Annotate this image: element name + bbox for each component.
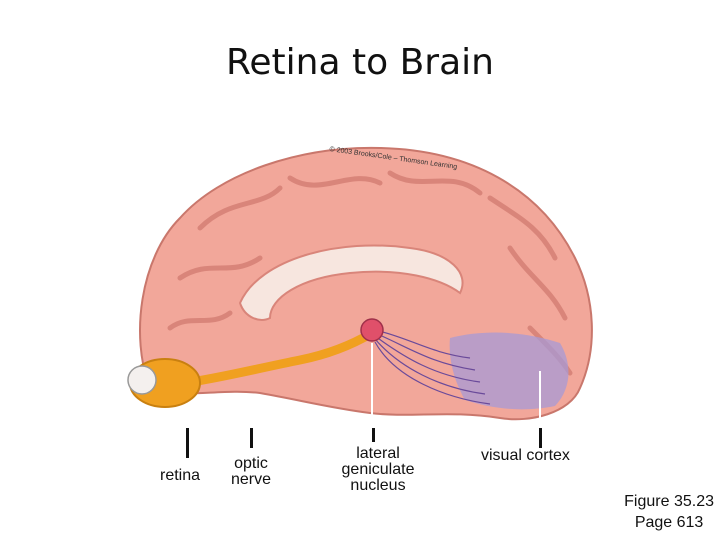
brain-illustration [127, 146, 593, 436]
eyeball [127, 358, 201, 408]
slide-title: Retina to Brain [226, 42, 494, 83]
caption-figure-number: Figure 35.23 [624, 493, 714, 510]
figure-caption: Figure 35.23 Page 613 [624, 491, 714, 533]
caption-page-number: Page 613 [634, 514, 704, 531]
label-optic: optic [234, 455, 268, 472]
retina-leader-line [186, 428, 189, 458]
label-lateral-geniculate-nucleus: lateral geniculate nucleus [324, 446, 432, 494]
label-retina: retina [160, 467, 201, 484]
label-nucleus: nucleus [350, 477, 406, 494]
label-lateral: lateral [356, 445, 400, 462]
visual-cortex-region [449, 332, 569, 410]
figure-leader-lines [244, 343, 541, 436]
visual-cortex-leader-line [539, 428, 542, 448]
label-geniculate: geniculate [341, 461, 415, 478]
lgn-leader-line [372, 428, 375, 442]
optic-radiation [374, 329, 491, 405]
optic-nerve [180, 328, 377, 388]
label-visual-cortex: visual cortex [481, 447, 570, 464]
label-optic-nerve: optic nerve [224, 456, 278, 488]
lateral-geniculate-nucleus [360, 318, 384, 342]
corpus-callosum [238, 244, 464, 321]
optic-nerve-leader-line [250, 428, 253, 448]
label-nerve: nerve [230, 471, 272, 488]
